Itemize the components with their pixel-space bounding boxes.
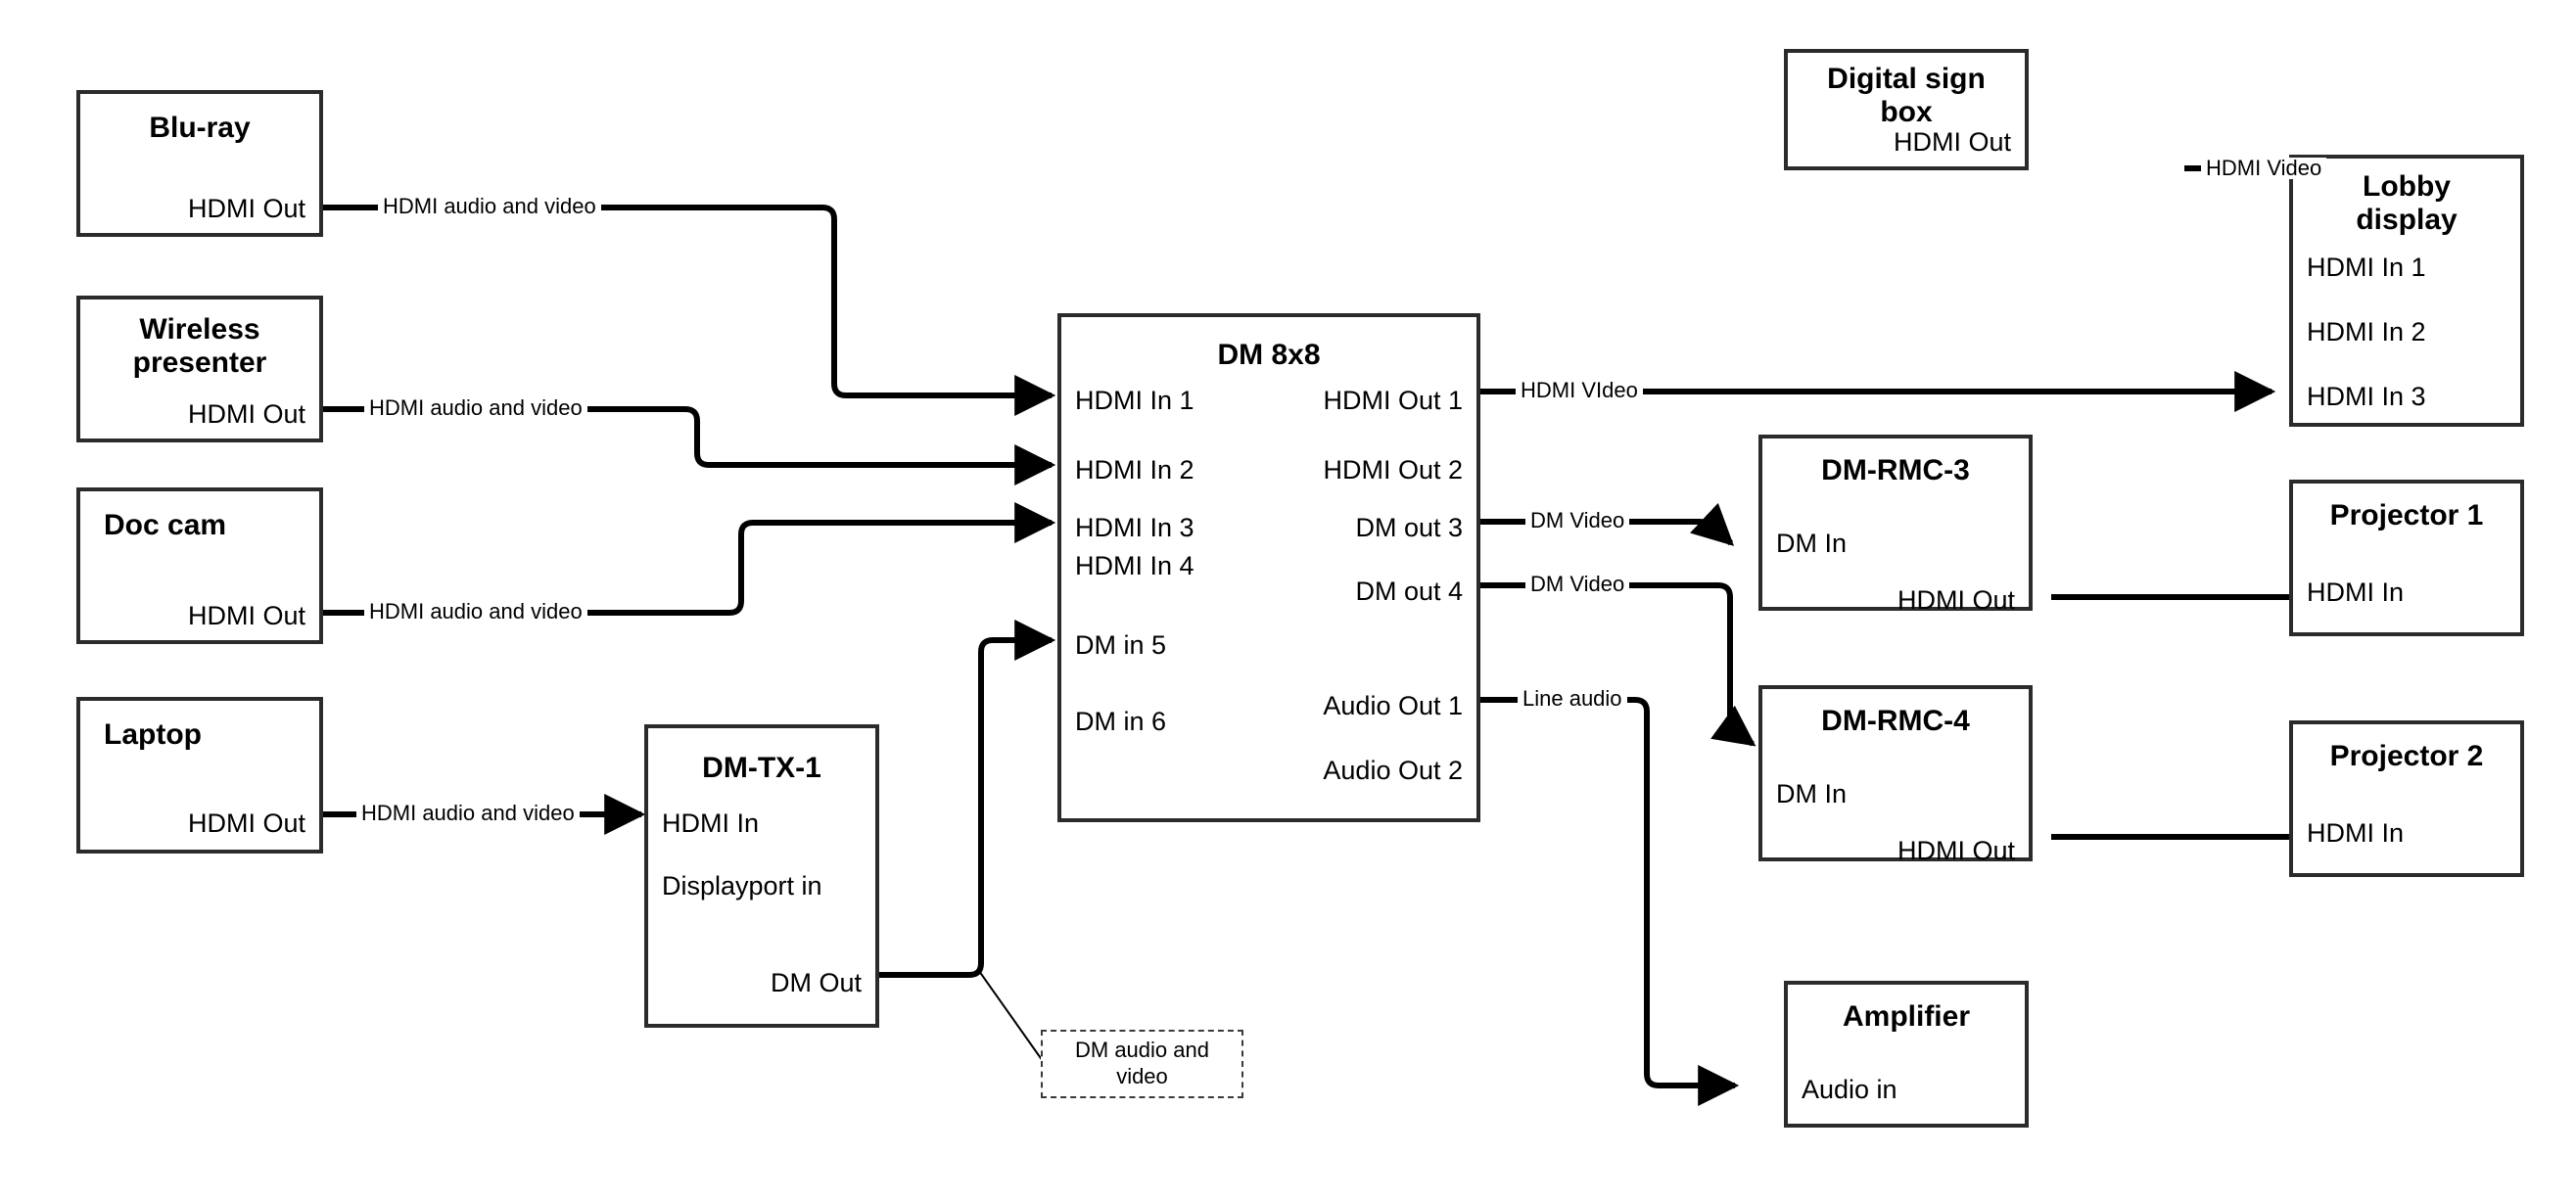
wire-dm8x8-out4-to-dmrmc4 xyxy=(1480,582,1756,747)
node-dm-8x8-input-dm-in-5[interactable]: DM in 5 xyxy=(1075,630,1167,660)
cable-label-dm8x8-out4-to-rmc4: DM Video xyxy=(1525,574,1630,595)
node-lobby-display-title: Lobby display xyxy=(2356,170,2458,236)
note-leader-line xyxy=(978,970,1044,1062)
node-wireless-presenter-port-hdmi-out[interactable]: HDMI Out xyxy=(187,399,305,429)
node-laptop-port-hdmi-out[interactable]: HDMI Out xyxy=(187,808,305,838)
node-dm-8x8[interactable]: DM 8x8 HDMI In 1 HDMI In 2 HDMI In 3 HDM… xyxy=(1057,313,1480,822)
node-dm-8x8-input-hdmi-in-3[interactable]: HDMI In 3 xyxy=(1075,513,1194,542)
node-dm-rmc-3-title: DM-RMC-3 xyxy=(1821,454,1970,486)
node-lobby-display[interactable]: Lobby display HDMI In 1 HDMI In 2 HDMI I… xyxy=(2289,155,2524,427)
node-dm-rmc-4-port-dm-in[interactable]: DM In xyxy=(1776,779,1848,808)
node-dm-8x8-output-dm-out-3[interactable]: DM out 3 xyxy=(1355,513,1463,542)
node-dm-8x8-output-hdmi-out-1[interactable]: HDMI Out 1 xyxy=(1323,386,1463,415)
node-laptop[interactable]: Laptop HDMI Out xyxy=(76,697,323,854)
node-lobby-display-input-hdmi-in-1[interactable]: HDMI In 1 xyxy=(2307,253,2426,282)
cable-label-digitalsign-to-lobby: HDMI Video xyxy=(2201,158,2327,179)
node-amplifier-port-audio-in[interactable]: Audio in xyxy=(1802,1075,1897,1104)
node-bluray-port-hdmi-out[interactable]: HDMI Out xyxy=(187,194,305,223)
node-doc-cam-title: Doc cam xyxy=(104,509,227,541)
node-projector-1-port-hdmi-in[interactable]: HDMI In xyxy=(2307,577,2405,607)
node-doc-cam-port-hdmi-out[interactable]: HDMI Out xyxy=(187,601,305,630)
node-lobby-display-input-hdmi-in-3[interactable]: HDMI In 3 xyxy=(2307,382,2426,411)
node-dm-8x8-output-audio-out-1[interactable]: Audio Out 1 xyxy=(1323,691,1463,720)
node-dm-tx-1[interactable]: DM-TX-1 HDMI In Displayport in DM Out xyxy=(644,724,879,1028)
node-doc-cam[interactable]: Doc cam HDMI Out xyxy=(76,487,323,644)
wire-dm8x8-audio-to-amplifier xyxy=(1480,697,1740,1106)
node-dm-8x8-input-hdmi-in-4[interactable]: HDMI In 4 xyxy=(1075,551,1194,580)
node-dm-tx-1-port-hdmi-in[interactable]: HDMI In xyxy=(662,808,760,838)
node-dm-tx-1-title: DM-TX-1 xyxy=(702,752,821,784)
node-laptop-title: Laptop xyxy=(104,718,202,751)
node-dm-rmc-3-port-hdmi-out[interactable]: HDMI Out xyxy=(1897,585,2015,615)
note-dm-audio-and-video: DM audio and video xyxy=(1041,1030,1243,1098)
node-digital-sign-box-port-hdmi-out[interactable]: HDMI Out xyxy=(1893,127,2011,157)
node-dm-8x8-title: DM 8x8 xyxy=(1217,339,1321,371)
node-dm-8x8-output-hdmi-out-2[interactable]: HDMI Out 2 xyxy=(1323,455,1463,485)
node-projector-2-title: Projector 2 xyxy=(2329,740,2484,772)
node-dm-rmc-4-port-hdmi-out[interactable]: HDMI Out xyxy=(1897,836,2015,865)
node-bluray-title: Blu-ray xyxy=(149,112,251,144)
node-digital-sign-box[interactable]: Digital sign box HDMI Out xyxy=(1784,49,2029,170)
node-dm-rmc-4[interactable]: DM-RMC-4 DM In HDMI Out xyxy=(1758,685,2033,865)
node-bluray[interactable]: Blu-ray HDMI Out xyxy=(76,90,323,237)
node-dm-8x8-output-audio-out-2[interactable]: Audio Out 2 xyxy=(1323,756,1463,785)
node-dm-8x8-input-hdmi-in-2[interactable]: HDMI In 2 xyxy=(1075,455,1194,485)
node-dm-tx-1-port-dm-out[interactable]: DM Out xyxy=(770,968,862,997)
node-dm-rmc-3-port-dm-in[interactable]: DM In xyxy=(1776,529,1848,558)
node-dm-8x8-input-dm-in-6[interactable]: DM in 6 xyxy=(1075,707,1167,736)
node-lobby-display-input-hdmi-in-2[interactable]: HDMI In 2 xyxy=(2307,317,2426,346)
node-digital-sign-box-title: Digital sign box xyxy=(1827,63,1986,128)
cable-label-dm8x8-audio-to-amp: Line audio xyxy=(1518,688,1627,710)
node-dm-8x8-input-hdmi-in-1[interactable]: HDMI In 1 xyxy=(1075,386,1194,415)
cable-label-dm8x8-out1-to-lobby: HDMI VIdeo xyxy=(1516,380,1643,401)
wire-dmtx1-to-dm8x8 xyxy=(879,620,1056,978)
node-dm-8x8-output-dm-out-4[interactable]: DM out 4 xyxy=(1355,577,1463,606)
node-amplifier-title: Amplifier xyxy=(1842,1000,1971,1033)
cable-label-dm8x8-out3-to-rmc3: DM Video xyxy=(1525,510,1630,531)
node-projector-2[interactable]: Projector 2 HDMI In xyxy=(2289,720,2524,877)
node-dm-tx-1-port-displayport-in[interactable]: Displayport in xyxy=(662,871,822,901)
node-projector-2-port-hdmi-in[interactable]: HDMI In xyxy=(2307,818,2405,848)
cable-label-bluray-to-dm8x8: HDMI audio and video xyxy=(378,196,601,217)
node-wireless-presenter-title: Wireless presenter xyxy=(132,313,267,379)
cable-label-wireless-to-dm8x8: HDMI audio and video xyxy=(364,397,587,419)
wire-bluray-to-dm8x8 xyxy=(323,205,1056,416)
cable-label-laptop-to-dmtx1: HDMI audio and video xyxy=(356,803,580,824)
node-projector-1-title: Projector 1 xyxy=(2329,499,2484,531)
node-dm-rmc-3[interactable]: DM-RMC-3 DM In HDMI Out xyxy=(1758,435,2033,615)
node-wireless-presenter[interactable]: Wireless presenter HDMI Out xyxy=(76,296,323,442)
node-amplifier[interactable]: Amplifier Audio in xyxy=(1784,981,2029,1128)
node-projector-1[interactable]: Projector 1 HDMI In xyxy=(2289,480,2524,636)
node-dm-rmc-4-title: DM-RMC-4 xyxy=(1821,705,1970,737)
cable-label-doccam-to-dm8x8: HDMI audio and video xyxy=(364,601,587,623)
